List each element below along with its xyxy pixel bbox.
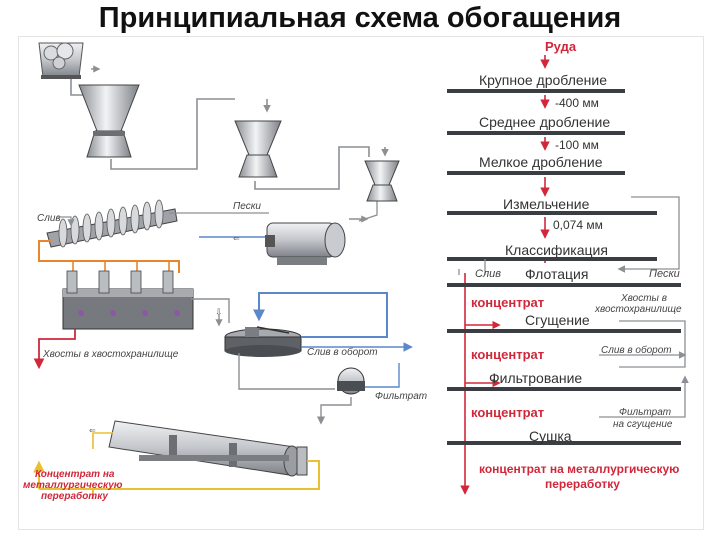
bar-krupnoe (447, 89, 625, 93)
page-title: Принципиальная схема обогащения (98, 2, 622, 34)
bar-izmelchenie (447, 211, 657, 215)
bar-srednee (447, 131, 625, 135)
flow-diagram: Руда Крупное дробление -400 мм Среднее д… (23, 39, 689, 502)
label-peski-left: Пески (233, 201, 261, 212)
label-filtrat-left: Фильтрат (375, 391, 427, 402)
equipment-illustration: Слив Пески ⇐ (23, 42, 427, 502)
label-melkoe: Мелкое дробление (479, 154, 603, 170)
spiral-classifier-icon (46, 199, 178, 248)
label-filtrovanie: Фильтрование (489, 370, 582, 386)
diagram-panel: Руда Крупное дробление -400 мм Среднее д… (18, 36, 704, 530)
rotary-dryer-icon (108, 420, 308, 477)
label-koncentrat-3: концентрат (471, 405, 544, 420)
label-izmelchenie: Измельчение (503, 196, 590, 212)
bar-sgushenie (447, 329, 681, 333)
label-klassifikaciya: Классификация (505, 242, 608, 258)
label-size100: -100 мм (555, 138, 599, 152)
label-sliv-left: Слив (37, 213, 61, 224)
svg-text:⇐: ⇐ (89, 426, 96, 435)
label-sliv-oborot-left: Слив в оборот (307, 346, 378, 358)
label-sgushenie: Сгущение (525, 312, 590, 328)
medium-crusher-icon (234, 99, 282, 178)
filter-icon (337, 367, 365, 395)
label-size074: 0,074 мм (553, 218, 603, 232)
label-koncentrat-1: концентрат (471, 295, 544, 310)
process-flowchart: Руда Крупное дробление -400 мм Среднее д… (447, 39, 689, 495)
bar-sushka (447, 441, 681, 445)
coarse-crusher-icon (78, 84, 140, 158)
ore-cart-icon (38, 42, 84, 79)
label-sliv: Слив (475, 268, 501, 280)
svg-text:⇐: ⇐ (233, 234, 240, 243)
label-ruda: Руда (545, 39, 577, 54)
bar-melkoe (447, 171, 625, 175)
label-size400: -400 мм (555, 96, 599, 110)
label-sushka: Сушка (529, 428, 572, 444)
fine-crusher-icon (364, 147, 400, 202)
label-srednee: Среднее дробление (479, 114, 610, 130)
ball-mill-icon (265, 222, 346, 265)
flotation-machine-icon (62, 270, 194, 330)
label-flotaciya: Флотация (525, 266, 588, 282)
thickener-icon (224, 326, 302, 357)
bar-klassifikaciya (447, 257, 657, 261)
svg-text:⇩: ⇩ (215, 307, 223, 317)
bar-filtrovanie (447, 387, 681, 391)
label-peski: Пески (649, 268, 680, 280)
label-koncentrat-2: концентрат (471, 347, 544, 362)
bar-flotaciya (447, 283, 681, 287)
label-krupnoe: Крупное дробление (479, 72, 607, 88)
label-sliv-oborot-right: Слив в оборот (601, 344, 672, 356)
label-hvosty-left: Хвосты в хвостохранилище (42, 349, 179, 360)
